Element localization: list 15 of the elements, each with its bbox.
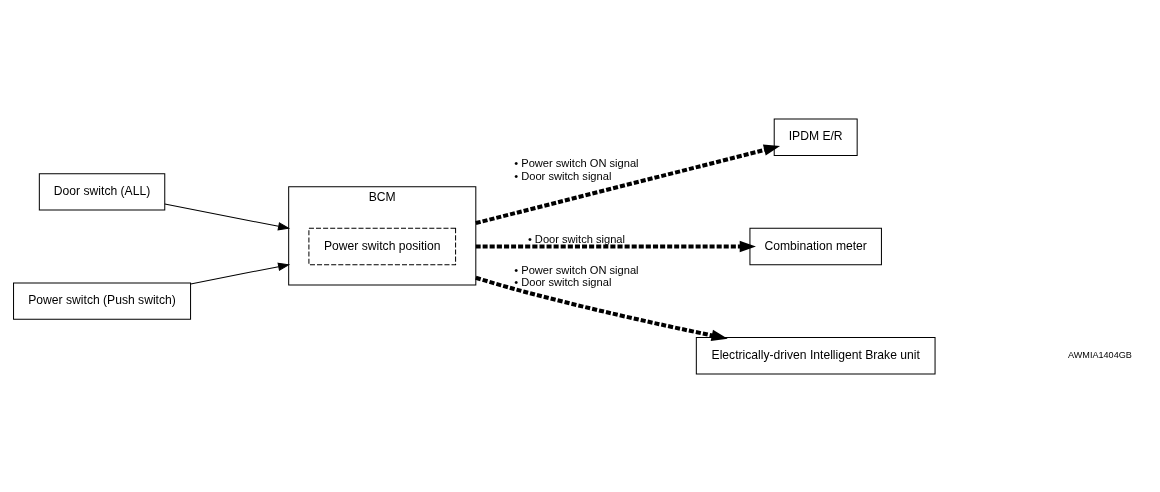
arrow — [164, 203, 291, 230]
edge-label: • Door switch signal — [527, 232, 626, 245]
arrow — [475, 275, 728, 341]
node-box: Door switch (ALL) — [38, 172, 166, 211]
edge-label: • Power switch ON signal • Door switch signal — [514, 156, 639, 182]
edge-label: • Power switch ON signal • Door switch signal — [514, 263, 639, 288]
node-box: Power switch position — [308, 227, 457, 265]
node-box: Electrically-driven Intelligent Brake unit — [695, 336, 936, 374]
arrow — [190, 262, 291, 284]
label: AWMIA1404GB — [1068, 349, 1132, 360]
node-box: Combination meter — [749, 227, 882, 265]
node-box: Power switch (Push switch) — [13, 281, 192, 320]
node-box: IPDM E/R — [773, 118, 858, 156]
arrow — [475, 144, 781, 225]
arrow — [475, 240, 756, 252]
